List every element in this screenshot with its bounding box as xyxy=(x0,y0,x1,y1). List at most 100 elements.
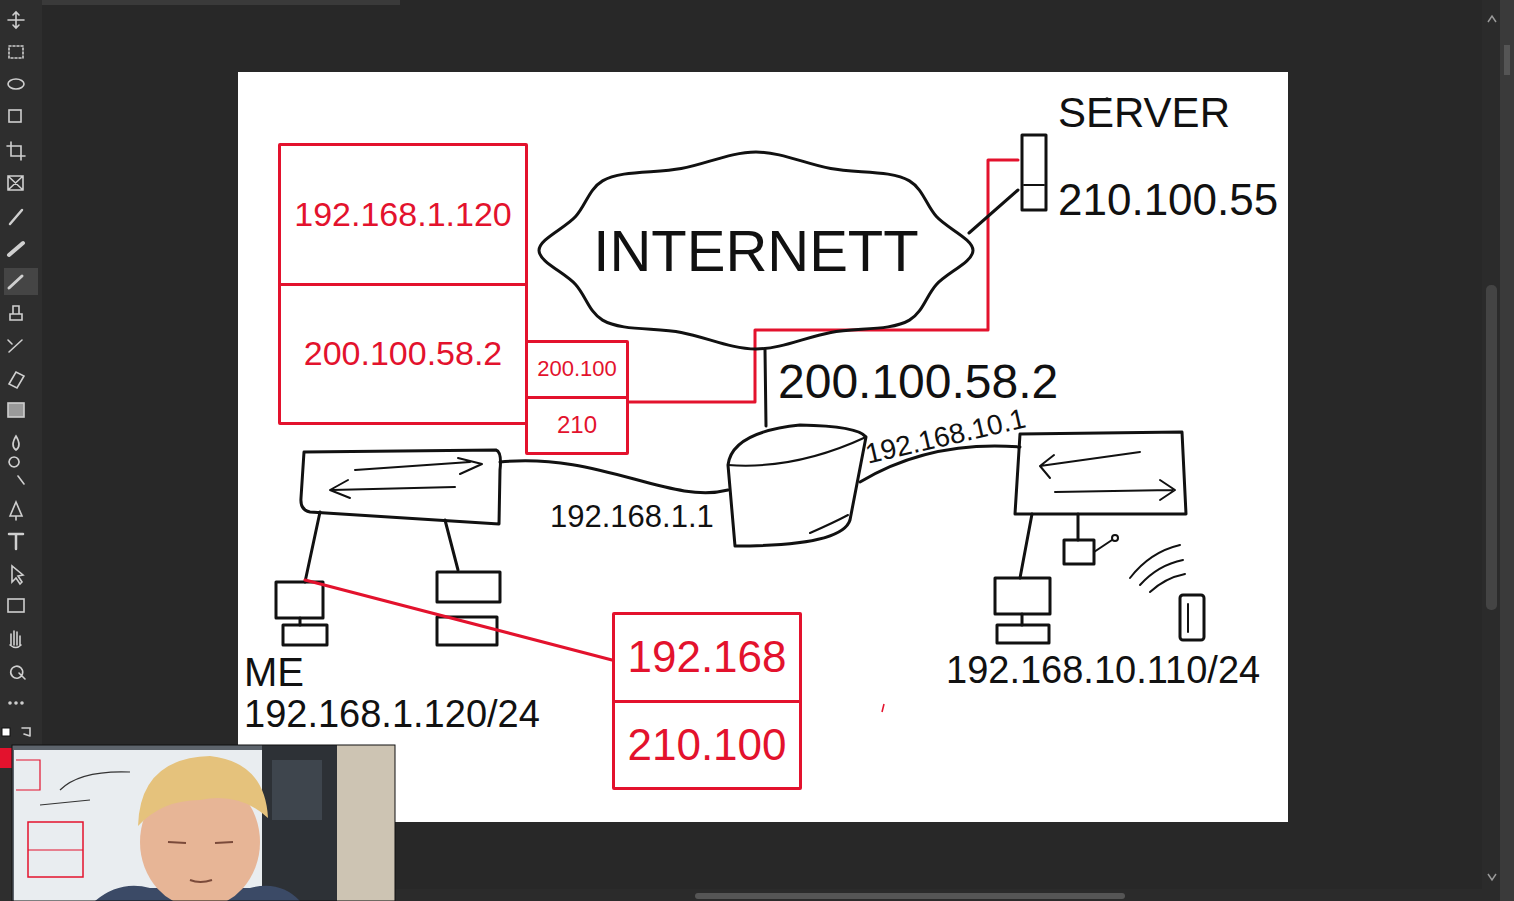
computer-symbol xyxy=(995,578,1050,614)
color-swatch xyxy=(2,728,10,736)
router-detail xyxy=(728,437,866,533)
brush-icon xyxy=(9,276,22,288)
computer-symbol xyxy=(276,582,323,618)
switch-arrow xyxy=(1040,452,1140,478)
type-icon xyxy=(9,534,23,549)
ip-address-label: 192.168.10.110/24 xyxy=(946,650,1260,692)
healing-icon xyxy=(9,243,23,255)
switch-symbol xyxy=(301,450,501,524)
scrollbar-track xyxy=(1482,0,1500,901)
text-cell: ME xyxy=(244,650,540,694)
computer-symbol xyxy=(299,618,302,625)
public-address: 200.100.58.2 xyxy=(304,335,503,372)
cable xyxy=(1020,514,1078,578)
switch-arrow xyxy=(355,458,482,474)
eyedropper-icon xyxy=(10,210,22,224)
cable xyxy=(765,350,766,426)
webcam-person xyxy=(138,756,268,826)
nat-table-box: 192.168.1.120 200.100.58.2 xyxy=(278,143,528,425)
path-select-icon xyxy=(12,566,23,584)
table-cell: 210.100 xyxy=(615,700,799,788)
connector-line xyxy=(969,190,1018,233)
move-icon xyxy=(8,12,24,28)
history-brush-icon xyxy=(8,340,22,352)
scrollbar-thumb xyxy=(695,893,1125,899)
ip-address-label: 200.100.58.2 xyxy=(778,356,1058,409)
packet-destination: 210.100 xyxy=(627,721,786,769)
antenna xyxy=(1112,535,1118,541)
shape-icon xyxy=(8,599,24,612)
table-cell: 192.168.1.120 xyxy=(281,146,525,283)
scroll-arrow xyxy=(1488,16,1496,22)
computer-name: ME xyxy=(244,650,304,694)
canvas xyxy=(238,72,1288,822)
computer-symbol xyxy=(437,572,500,602)
access-point xyxy=(1064,540,1094,564)
packet-box: 200.100 210 xyxy=(525,340,629,455)
marquee-icon xyxy=(9,46,23,58)
webcam-person xyxy=(168,842,233,882)
table-cell: 192.168 xyxy=(615,615,799,700)
computer-symbol xyxy=(997,625,1049,643)
frame-icon xyxy=(8,176,23,190)
webcam-screen-detail xyxy=(16,760,83,850)
router-symbol xyxy=(728,425,866,546)
internet-cloud: INTERNETT xyxy=(535,148,977,353)
antenna xyxy=(1094,540,1112,552)
swap-icon xyxy=(22,728,30,736)
connector-line xyxy=(305,580,612,660)
packet-destination: 210 xyxy=(557,412,597,438)
more-icon xyxy=(15,702,17,704)
more-icon xyxy=(21,702,23,704)
foreground-color xyxy=(0,748,12,768)
server-address: 210.100.55 xyxy=(1058,175,1278,224)
blur-icon xyxy=(13,436,19,450)
wifi-waves xyxy=(1130,545,1185,592)
hand-icon xyxy=(10,631,21,648)
cable xyxy=(500,461,728,493)
packet-source: 192.168 xyxy=(627,633,786,681)
text-cell: 192.168.1.120/24 xyxy=(244,694,540,736)
pen-icon xyxy=(10,502,22,520)
text-cell: SERVER xyxy=(1058,90,1278,136)
panel-grip xyxy=(1504,45,1510,75)
crop-icon xyxy=(7,142,25,160)
active-tool xyxy=(4,268,38,295)
lasso-icon xyxy=(8,79,24,89)
packet-source: 200.100 xyxy=(537,357,617,381)
server-symbol xyxy=(1022,135,1046,210)
phone-symbol xyxy=(1180,595,1204,640)
eraser-icon xyxy=(9,372,24,388)
text-cell: INTERNETT xyxy=(593,219,918,283)
dodge-icon xyxy=(9,457,24,484)
cloud-label: INTERNETT xyxy=(593,218,918,283)
webcam-monitor xyxy=(262,745,337,901)
more-icon xyxy=(9,702,11,704)
switch-symbol xyxy=(1015,432,1186,514)
cable xyxy=(305,512,458,582)
side-panel xyxy=(1500,0,1514,901)
zoom-icon xyxy=(11,666,25,679)
tool-icons xyxy=(7,12,30,736)
table-cell: 200.100.58.2 xyxy=(281,283,525,423)
computer-symbol xyxy=(1021,614,1024,625)
text-cell: 210.100.55 xyxy=(1058,176,1278,224)
phone-detail xyxy=(1187,604,1189,632)
tab-strip xyxy=(0,0,400,5)
computer-node: ME192.168.1.120/24 xyxy=(244,580,540,736)
server-detail xyxy=(1024,184,1044,186)
scroll-arrow xyxy=(1488,874,1496,880)
stamp-icon xyxy=(10,306,22,320)
scrollbar-thumb xyxy=(1486,285,1497,610)
computer-symbol xyxy=(283,625,327,645)
webcam-monitor xyxy=(272,760,322,820)
stray-mark xyxy=(882,704,884,712)
ip-address-label: 192.168.1.1 xyxy=(550,500,714,534)
server-name: SERVER xyxy=(1058,89,1230,136)
gradient-icon xyxy=(8,403,24,417)
webcam-screen-detail xyxy=(40,772,130,805)
private-address: 192.168.1.120 xyxy=(294,196,511,233)
switch-arrow xyxy=(1055,480,1175,500)
